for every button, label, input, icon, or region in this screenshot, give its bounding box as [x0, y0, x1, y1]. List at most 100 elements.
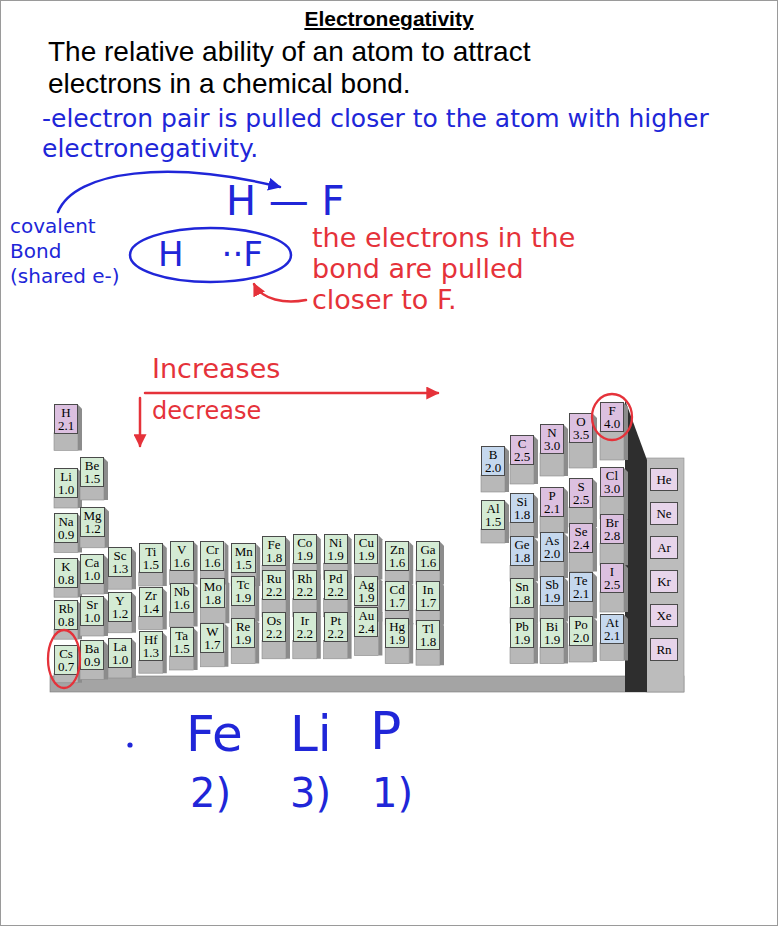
table-floor — [50, 676, 684, 692]
element-cell: Li1.0 — [54, 468, 78, 498]
electronegativity-value: 2.4 — [357, 622, 375, 635]
element-symbol: Se — [572, 525, 590, 538]
electronegativity-value: 1.4 — [142, 602, 160, 615]
electronegativity-value: 2.0 — [572, 631, 590, 644]
electronegativity-bar — [481, 501, 509, 543]
bar-side — [224, 624, 228, 667]
element-cell: B2.0 — [481, 446, 505, 476]
electronegativity-value: 1.5 — [484, 515, 502, 528]
electronegativity-bar — [108, 639, 136, 678]
bar-side — [132, 548, 136, 589]
electronegativity-value: 1.9 — [388, 633, 406, 646]
element-symbol: He — [655, 473, 673, 486]
element-symbol: Tc — [234, 578, 252, 591]
cesium-circle — [48, 630, 80, 688]
electronegativity-value: 1.2 — [111, 607, 129, 620]
electronegativity-value: 2.0 — [543, 547, 561, 560]
element-cell: Sb1.9 — [540, 576, 564, 606]
bar-front — [108, 576, 132, 589]
element-cell: Sr1.0 — [80, 596, 104, 626]
bar-front — [80, 486, 104, 500]
element-symbol: O — [572, 415, 590, 428]
element-symbol: Os — [265, 614, 283, 627]
bar-side — [534, 537, 538, 581]
electronegativity-value: 1.7 — [203, 638, 221, 651]
element-symbol: Cs — [57, 647, 75, 660]
element-cell: W1.7 — [200, 623, 224, 653]
bar-side — [593, 573, 597, 619]
atom-symbol: ··F — [222, 236, 263, 273]
bar-front — [293, 641, 317, 659]
bar-front — [354, 636, 378, 655]
bar-side — [534, 494, 538, 538]
element-symbol: Zn — [388, 543, 406, 556]
bar-side — [593, 414, 597, 468]
electronegativity-value: 2.1 — [543, 502, 561, 515]
element-symbol: K — [57, 560, 75, 573]
element-symbol: Sr — [83, 598, 101, 611]
element-cell: S2.5 — [569, 478, 593, 508]
element-symbol: As — [543, 534, 561, 547]
atom-symbol: H — [158, 236, 184, 273]
bar-side — [286, 613, 290, 659]
electronegativity-value: 1.9 — [327, 549, 345, 562]
bar-side — [534, 436, 538, 484]
bar-front — [54, 629, 78, 639]
noble-gas-cell: Xe — [650, 604, 678, 627]
element-cell: I2.5 — [600, 563, 624, 593]
element-cell: P2.1 — [540, 487, 564, 517]
element-symbol: Ga — [419, 543, 437, 556]
element-symbol: B — [484, 448, 502, 461]
element-symbol: At — [603, 616, 621, 629]
element-symbol: Cd — [388, 583, 406, 596]
bar-side — [624, 403, 628, 460]
element-symbol: Po — [572, 618, 590, 631]
electronegativity-value: 2.2 — [265, 585, 283, 598]
element-symbol: Cu — [357, 536, 375, 549]
bar-side — [163, 588, 167, 629]
bar-side — [317, 613, 321, 659]
element-cell: Mo1.8 — [200, 578, 225, 608]
element-symbol: Rb — [57, 602, 75, 615]
bar-side — [564, 619, 568, 663]
bar-side — [564, 488, 568, 534]
element-cell: Pd2.2 — [324, 570, 348, 600]
electronegativity-bar — [600, 403, 628, 460]
element-cell: Bi1.9 — [540, 618, 564, 648]
element-cell: Os2.2 — [262, 612, 286, 642]
element-cell: H2.1 — [54, 404, 78, 434]
element-symbol: Al — [484, 502, 502, 515]
bar-front — [200, 652, 224, 667]
element-cell: As2.0 — [540, 532, 564, 562]
electronegativity-value: 2.2 — [296, 627, 314, 640]
electronegativity-bar — [54, 469, 82, 508]
electronegativity-value: 0.9 — [57, 528, 75, 541]
oval-outline — [130, 228, 291, 282]
element-symbol: Li — [290, 706, 332, 764]
electronegativity-value: 1.8 — [513, 593, 531, 606]
element-cell: Pt2.2 — [324, 612, 348, 642]
bar-side — [378, 535, 382, 579]
element-cell: O3.5 — [569, 413, 593, 443]
element-cell: Hf1.3 — [139, 631, 163, 661]
element-symbol: W — [203, 625, 221, 638]
electronegativity-value: 2.2 — [265, 627, 283, 640]
element-cell: Po2.0 — [569, 616, 593, 646]
element-cell: Br2.8 — [600, 514, 624, 544]
element-cell: Tl1.8 — [416, 620, 440, 650]
bar-front — [385, 647, 409, 663]
electronegativity-value: 1.9 — [234, 591, 252, 604]
bar-front — [80, 536, 105, 548]
element-cell: Zr1.4 — [139, 587, 163, 617]
element-symbol: Mn — [234, 545, 253, 558]
bar-side — [593, 479, 597, 527]
handwritten-note: the electrons in the bond are pulled clo… — [312, 222, 597, 315]
element-symbol: Hf — [142, 633, 160, 646]
electronegativity-value: 1.2 — [83, 522, 102, 535]
rank-number: 2) — [190, 770, 231, 816]
electronegativity-bar — [600, 468, 628, 519]
electronegativity-bar — [569, 617, 597, 662]
electronegativity-value: 3.0 — [543, 439, 561, 452]
electronegativity-value: 1.3 — [142, 646, 160, 659]
bar-front — [510, 464, 534, 484]
